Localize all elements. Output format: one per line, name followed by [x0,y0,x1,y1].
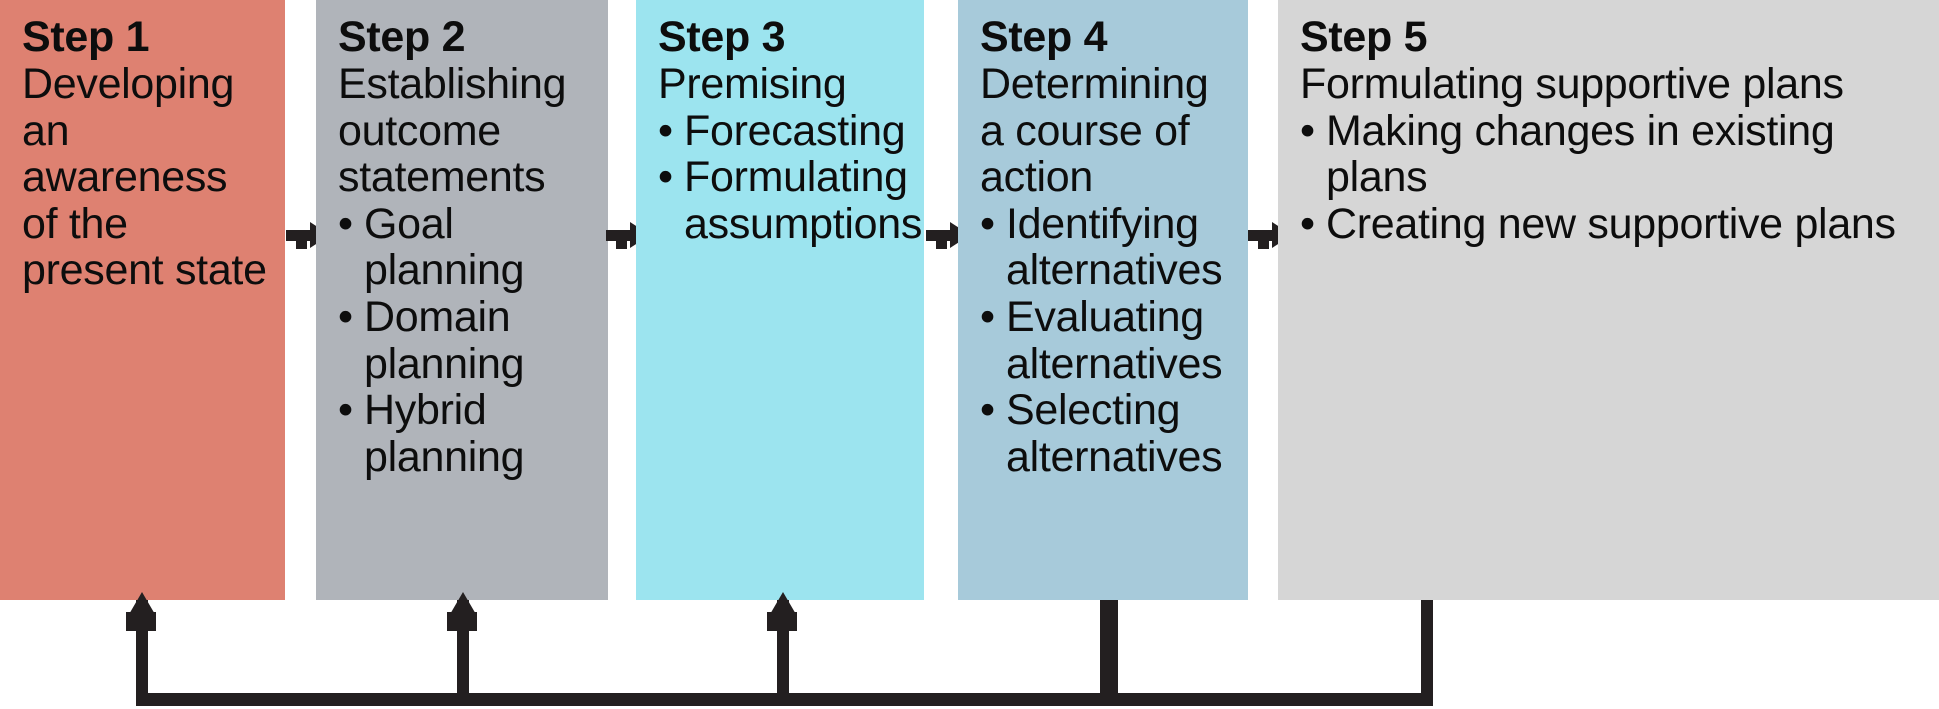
bullet-label: Identifying alternatives [1006,199,1223,295]
bullet-dot-icon: • [658,153,673,202]
step-4-title: Step 4 [980,13,1108,61]
step-2-bullet-list: •Goal planning•Domain planning•Hybrid pl… [338,201,590,481]
bullet-label: Formulating assumptions [684,153,923,248]
step-5-bullet-1: •Making changes in existing plans [1300,106,1921,202]
bullet-label: Domain planning [364,293,525,388]
step-box-1[interactable]: Step 1 Developing an awareness of the pr… [0,0,285,600]
step-5-bullet-2: •Creating new supportive plans [1300,199,1921,248]
step-3-bullet-2: •Formulating assumptions [658,153,922,247]
feedback-from-step5-line [1421,600,1433,699]
feedback-to-step3-stub [767,612,797,631]
bullet-dot-icon: • [980,199,995,248]
feedback-to-step2-stub [447,612,477,631]
arrow-stub [296,230,307,249]
step-1-lead: Developing an awareness of the present s… [22,59,267,295]
bullet-dot-icon: • [338,386,353,435]
bullet-label: Selecting alternatives [1006,386,1223,481]
step-2-bullet-1: •Goal planning [338,201,590,294]
bullet-dot-icon: • [980,386,995,435]
arrow-stub [936,230,947,249]
step-3-bullet-list: •Forecasting•Formulating assumptions [658,106,922,248]
arrow-stub [616,230,627,249]
bullet-dot-icon: • [658,106,673,155]
arrow-stub [1258,230,1269,249]
step-box-3[interactable]: Step 3 Premising •Forecasting•Formulatin… [636,0,924,600]
step-2-title: Step 2 [338,13,466,61]
step-box-2[interactable]: Step 2 Establishing outcome statements •… [316,0,608,600]
step-4-bullet-1: •Identifying alternatives [980,201,1230,294]
step-5-bullet-list: •Making changes in existing plans•Creati… [1300,106,1921,248]
bullet-label: Creating new supportive plans [1326,199,1896,248]
feedback-to-step1-stub [126,612,156,631]
bullet-dot-icon: • [1300,106,1315,155]
step-4-bullet-list: •Identifying alternatives•Evaluating alt… [980,201,1230,481]
bullet-label: Evaluating alternatives [1006,293,1223,388]
bullet-label: Making changes in existing plans [1326,106,1835,202]
step-2-bullet-3: •Hybrid planning [338,387,590,480]
bullet-label: Forecasting [684,106,906,155]
step-1-title: Step 1 [22,13,150,61]
step-3-bullet-1: •Forecasting [658,106,906,155]
feedback-to-step1-arrowhead-icon [128,592,156,616]
bullet-dot-icon: • [1300,199,1315,248]
step-5-lead: Formulating supportive plans [1300,59,1844,108]
feedback-to-step2-arrowhead-icon [449,592,477,616]
bullet-dot-icon: • [338,293,353,342]
step-5-title: Step 5 [1300,13,1428,61]
step-3-lead: Premising [658,59,847,108]
bullet-label: Hybrid planning [364,386,525,481]
step-2-bullet-2: •Domain planning [338,294,590,387]
feedback-to-step3-arrowhead-icon [769,592,797,616]
step-4-lead: Determining a course of action [980,59,1209,202]
step-4-bullet-2: •Evaluating alternatives [980,294,1230,387]
bullet-dot-icon: • [338,199,353,248]
step-box-4[interactable]: Step 4 Determining a course of action •I… [958,0,1248,600]
step-4-bullet-3: •Selecting alternatives [980,387,1230,480]
step-2-lead: Establishing outcome statements [338,59,567,202]
feedback-from-step4-line [1100,600,1118,699]
step-box-5[interactable]: Step 5 Formulating supportive plans •Mak… [1278,0,1939,600]
bullet-label: Goal planning [364,199,525,295]
bullet-dot-icon: • [980,293,995,342]
step-3-title: Step 3 [658,13,786,61]
